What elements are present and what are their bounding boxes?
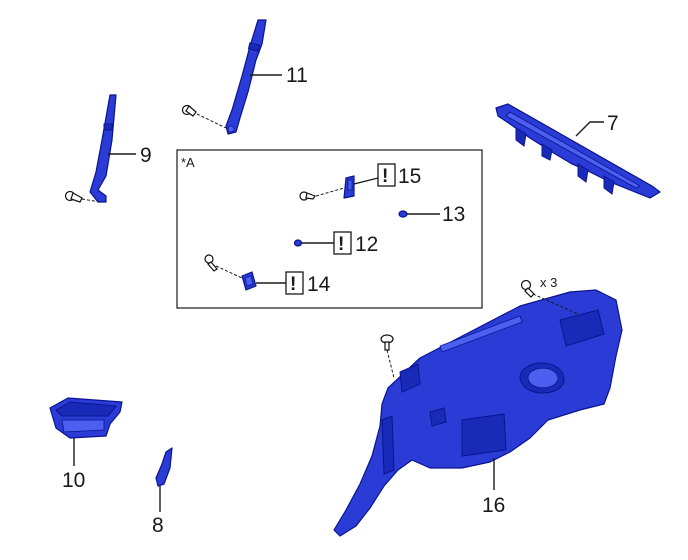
part-12-clip <box>293 239 303 247</box>
callout-10: 10 <box>62 469 85 492</box>
part-14-bolt <box>204 254 218 272</box>
callout-12: 12 <box>355 233 378 256</box>
part-16-panel <box>333 289 623 537</box>
part-15-bracket <box>343 175 355 199</box>
caution-icon-15 <box>377 163 396 187</box>
part-11-strap <box>225 19 267 135</box>
part-16-screw <box>520 279 535 298</box>
caution-mark-15: ! <box>382 166 388 187</box>
part-11-bolt <box>181 104 197 117</box>
part-14-bolt-line <box>215 265 243 279</box>
part-8-bracket <box>155 447 173 487</box>
callout-8: 8 <box>152 514 164 537</box>
caution-mark-14: ! <box>290 274 296 295</box>
part-16-clip-line <box>386 349 395 379</box>
part-13-clip <box>398 210 408 218</box>
part-10-box <box>49 397 123 439</box>
part-9-bolt-line <box>81 198 101 203</box>
caution-icon-14 <box>285 271 304 295</box>
callout-9: 9 <box>140 144 152 167</box>
part-15-bolt <box>299 191 316 201</box>
callout-7: 7 <box>607 112 619 135</box>
callout-13: 13 <box>442 203 465 226</box>
leader-15 <box>353 177 379 185</box>
part-14-bracket <box>241 271 257 291</box>
part-11-bolt-line <box>196 113 227 129</box>
callout-16: 16 <box>482 494 505 517</box>
caution-mark-12: ! <box>338 234 344 255</box>
part-7-rail <box>495 103 661 199</box>
qty-label: x 3 <box>540 275 557 290</box>
part-16-clip <box>380 334 394 351</box>
callout-11: 11 <box>286 64 308 87</box>
detail-frame <box>176 149 483 309</box>
callout-14: 14 <box>307 273 331 296</box>
part-16-screw-line <box>532 293 579 315</box>
callout-15: 15 <box>398 165 421 188</box>
part-9-strap <box>89 94 117 203</box>
part-15-bolt-line <box>315 187 345 197</box>
leader-7 <box>575 121 604 137</box>
part-9-bolt <box>64 190 83 203</box>
caution-icon-12 <box>333 231 352 255</box>
detail-label: *A <box>181 155 195 170</box>
